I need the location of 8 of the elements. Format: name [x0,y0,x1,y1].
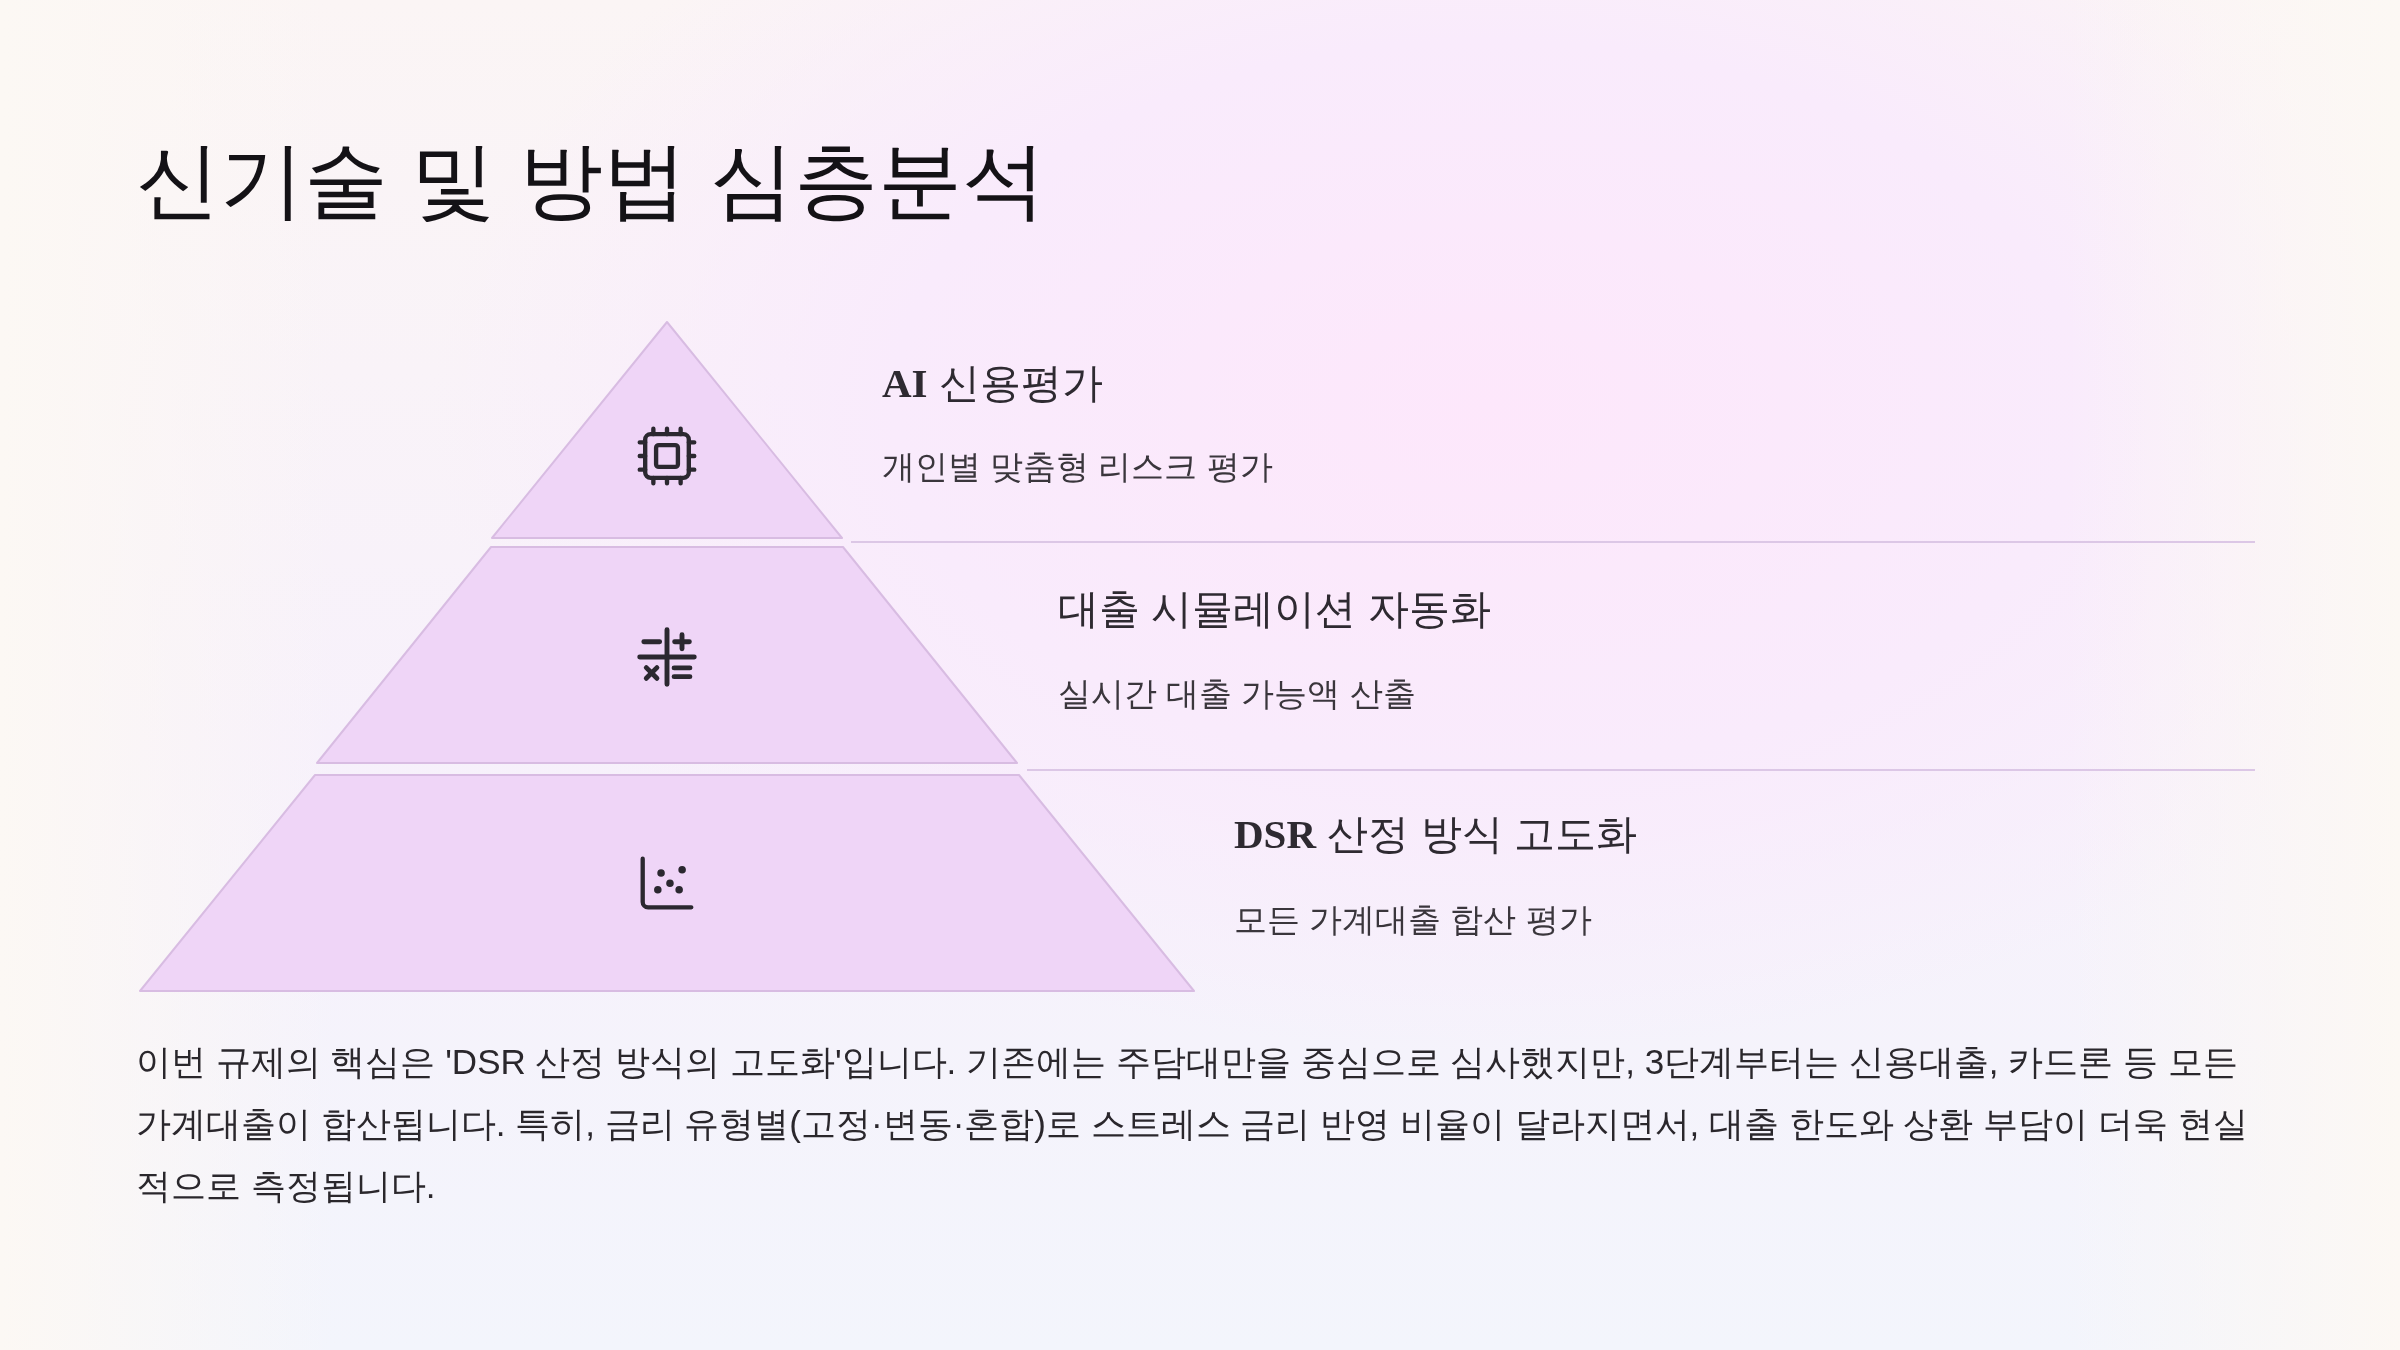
tier-heading: DSR 산정 방식 고도화 [1234,810,1638,859]
tier-description: 개인별 맞춤형 리스크 평가 [882,447,1273,487]
page-title: 신기술 및 방법 심층분석 [136,132,1046,229]
tier-description: 모든 가계대출 합산 평가 [1234,900,1592,940]
body-paragraph: 이번 규제의 핵심은 'DSR 산정 방식의 고도화'입니다. 기존에는 주담대만을 중심으로 심사했지만, 3단계부터는 신용대출, 카드론 등 모든 가계대출이 합산됩니다. 특히, 금리 유형별(고정·변동·혼합)로 스트레스 금리 반영 비율이 달라지면서, 대출 한도와 상환 부담이 더욱 현실적으로 측정됩니다. [136,1041,2249,1207]
tier-heading: 대출 시뮬레이션 자동화 [1058,585,1491,634]
tier-description: 실시간 대출 가능액 산출 [1058,674,1416,714]
tier-heading: AI 신용평가 [882,359,1103,408]
